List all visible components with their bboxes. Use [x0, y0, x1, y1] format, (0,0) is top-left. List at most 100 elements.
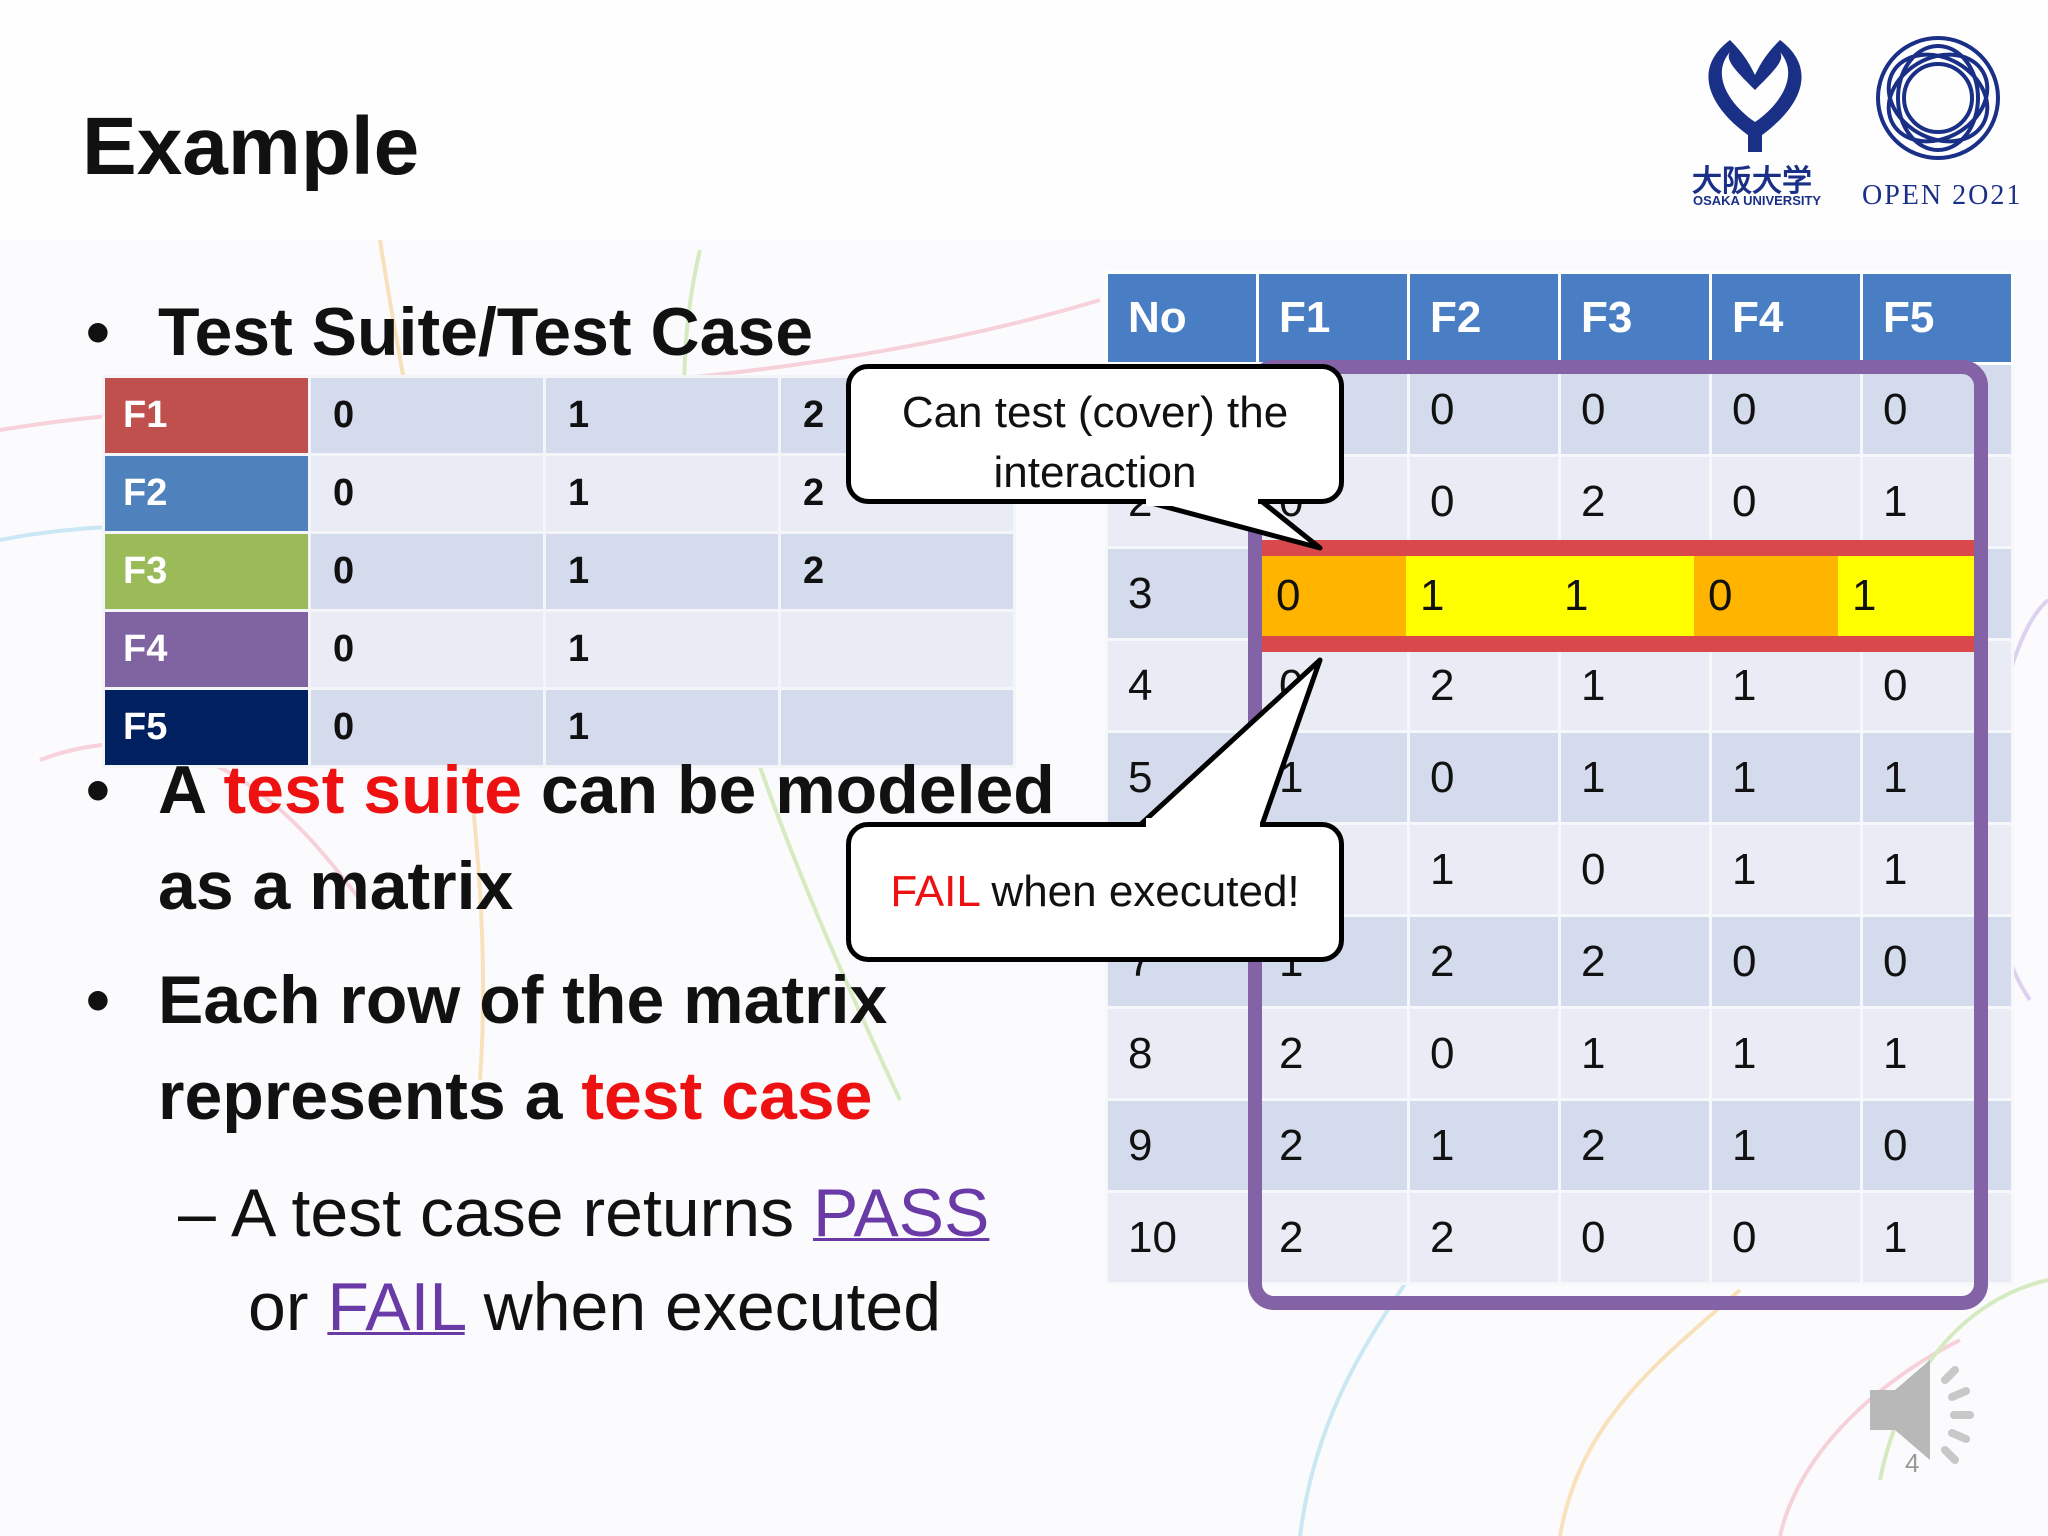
open-logo-text: OPEN 2O21	[1862, 180, 2023, 211]
matrix-header: F5	[1860, 271, 2014, 365]
factor-value: 0	[308, 609, 546, 690]
bullet-text: represents a	[158, 1058, 582, 1134]
matrix-cell: 2	[1407, 914, 1561, 1009]
bullet-dot: •	[86, 752, 110, 828]
matrix-cell: 2	[1407, 1190, 1561, 1285]
sub-bullet-text: or	[248, 1269, 328, 1345]
matrix-cell: 1	[1407, 1098, 1561, 1193]
factor-value	[778, 687, 1016, 768]
factor-label: F1	[102, 375, 311, 456]
matrix-cell: 0	[1709, 1190, 1863, 1285]
factor-value: 1	[543, 531, 781, 612]
factor-label: F5	[102, 687, 311, 768]
matrix-cell: 1	[1407, 822, 1561, 917]
matrix-cell: 0	[1558, 822, 1712, 917]
bullet-test-suite-heading: • Test Suite/Test Case	[86, 284, 814, 380]
matrix-cell: 0	[1860, 914, 2014, 1009]
fail-executed-callout: FAIL when executed!	[846, 822, 1344, 962]
factor-value: 0	[308, 375, 546, 456]
callout-text: interaction	[993, 448, 1197, 497]
matrix-cell: 1	[1860, 1006, 2014, 1101]
callout-text: Can test (cover) the	[901, 388, 1289, 437]
factor-value: 1	[543, 687, 781, 768]
matrix-cell: 1	[1558, 730, 1712, 825]
cover-interaction-callout: Can test (cover) the interaction	[846, 364, 1344, 504]
bullet-text: Each row of the matrix	[158, 962, 888, 1038]
highlight-cell: 0	[1262, 556, 1406, 636]
matrix-cell: 9	[1105, 1098, 1259, 1193]
osaka-logo-en-text: OSAKA UNIVERSITY	[1693, 193, 1822, 208]
bottom-callout-tail	[1137, 657, 1323, 828]
bullet-text: A	[158, 752, 224, 828]
matrix-row: 4 0 2 1 1 0	[1105, 638, 2014, 733]
matrix-header: F3	[1558, 271, 1712, 365]
sub-bullet-text: when executed	[464, 1269, 942, 1345]
matrix-cell: 10	[1105, 1190, 1259, 1285]
factor-label: F2	[102, 453, 311, 534]
callout-fail-text: FAIL	[890, 867, 980, 916]
factor-value: 1	[543, 453, 781, 534]
pass-link[interactable]: PASS	[813, 1175, 990, 1251]
matrix-header: F1	[1256, 271, 1410, 365]
matrix-cell: 2	[1256, 1006, 1410, 1101]
factor-value	[778, 609, 1016, 690]
sub-bullet-pass-fail: – A test case returns PASS or FAIL when …	[178, 1166, 1078, 1354]
matrix-cell: 0	[1407, 1006, 1561, 1101]
factor-value: 0	[308, 531, 546, 612]
open-2021-logo-icon	[1876, 36, 2000, 160]
bullet-dot: •	[86, 962, 110, 1038]
matrix-cell: 0	[1407, 362, 1561, 457]
matrix-header: No	[1105, 271, 1259, 365]
matrix-cell: 2	[1558, 454, 1712, 549]
factor-label: F3	[102, 531, 311, 612]
bullet-row-test-case: • Each row of the matrix represents a te…	[86, 952, 1098, 1144]
osaka-logo-jp-text: 大阪大学	[1692, 165, 1812, 198]
bullet-text: as a matrix	[158, 848, 514, 924]
matrix-cell: 1	[1709, 1006, 1863, 1101]
matrix-cell: 2	[1558, 1098, 1712, 1193]
matrix-header: F2	[1407, 271, 1561, 365]
matrix-cell: 1	[1558, 1006, 1712, 1101]
factor-value: 0	[308, 453, 546, 534]
title-band	[0, 0, 2048, 240]
matrix-cell: 2	[1558, 914, 1712, 1009]
highlight-cell: 1	[1550, 556, 1694, 636]
matrix-cell: 0	[1709, 914, 1863, 1009]
matrix-row: 8 2 0 1 1 1	[1105, 1006, 2014, 1101]
factor-value: 1	[543, 609, 781, 690]
matrix-cell: 3	[1105, 546, 1259, 641]
matrix-header-row: No F1 F2 F3 F4 F5	[1105, 271, 2014, 365]
bullet-test-suite-matrix: • A test suite can be modeled as a matri…	[86, 742, 1098, 934]
factor-value: 1	[543, 375, 781, 456]
matrix-cell: 0	[1558, 362, 1712, 457]
bullet-dot: •	[86, 294, 110, 370]
matrix-cell: 2	[1256, 1190, 1410, 1285]
bullet-text: Test Suite/Test Case	[158, 294, 814, 370]
fail-link[interactable]: FAIL	[327, 1269, 465, 1345]
matrix-cell: 0	[1709, 454, 1863, 549]
matrix-cell: 1	[1709, 730, 1863, 825]
matrix-cell: 0	[1407, 730, 1561, 825]
speaker-icon[interactable]	[1860, 1345, 1990, 1475]
matrix-cell: 0	[1558, 1190, 1712, 1285]
highlighted-test-case-row: 0 1 1 0 1	[1262, 556, 1980, 636]
factor-row-f5: F5 0 1	[102, 687, 1016, 768]
factor-value: 0	[308, 687, 546, 768]
slide-title: Example	[82, 101, 420, 192]
bullet-text: can be modeled	[522, 752, 1055, 828]
factor-table: F1 0 1 2 F2 0 1 2 F3 0 1 2 F4 0 1 F5 0 1	[102, 375, 1016, 768]
sub-bullet-text: – A test case returns	[178, 1175, 814, 1251]
highlight-cell: 1	[1406, 556, 1550, 636]
highlight-cell: 0	[1694, 556, 1838, 636]
keyword-test-suite: test suite	[223, 752, 523, 828]
callout-text: when executed!	[979, 867, 1300, 916]
matrix-cell: 0	[1860, 1098, 2014, 1193]
matrix-cell: 2	[1256, 1098, 1410, 1193]
matrix-cell: 0	[1407, 454, 1561, 549]
matrix-row: 10 2 2 0 0 1	[1105, 1190, 2014, 1285]
matrix-row: 9 2 1 2 1 0	[1105, 1098, 2014, 1193]
factor-value: 2	[778, 531, 1016, 612]
matrix-header: F4	[1709, 271, 1863, 365]
matrix-cell: 1	[1256, 730, 1410, 825]
matrix-cell: 2	[1407, 638, 1561, 733]
